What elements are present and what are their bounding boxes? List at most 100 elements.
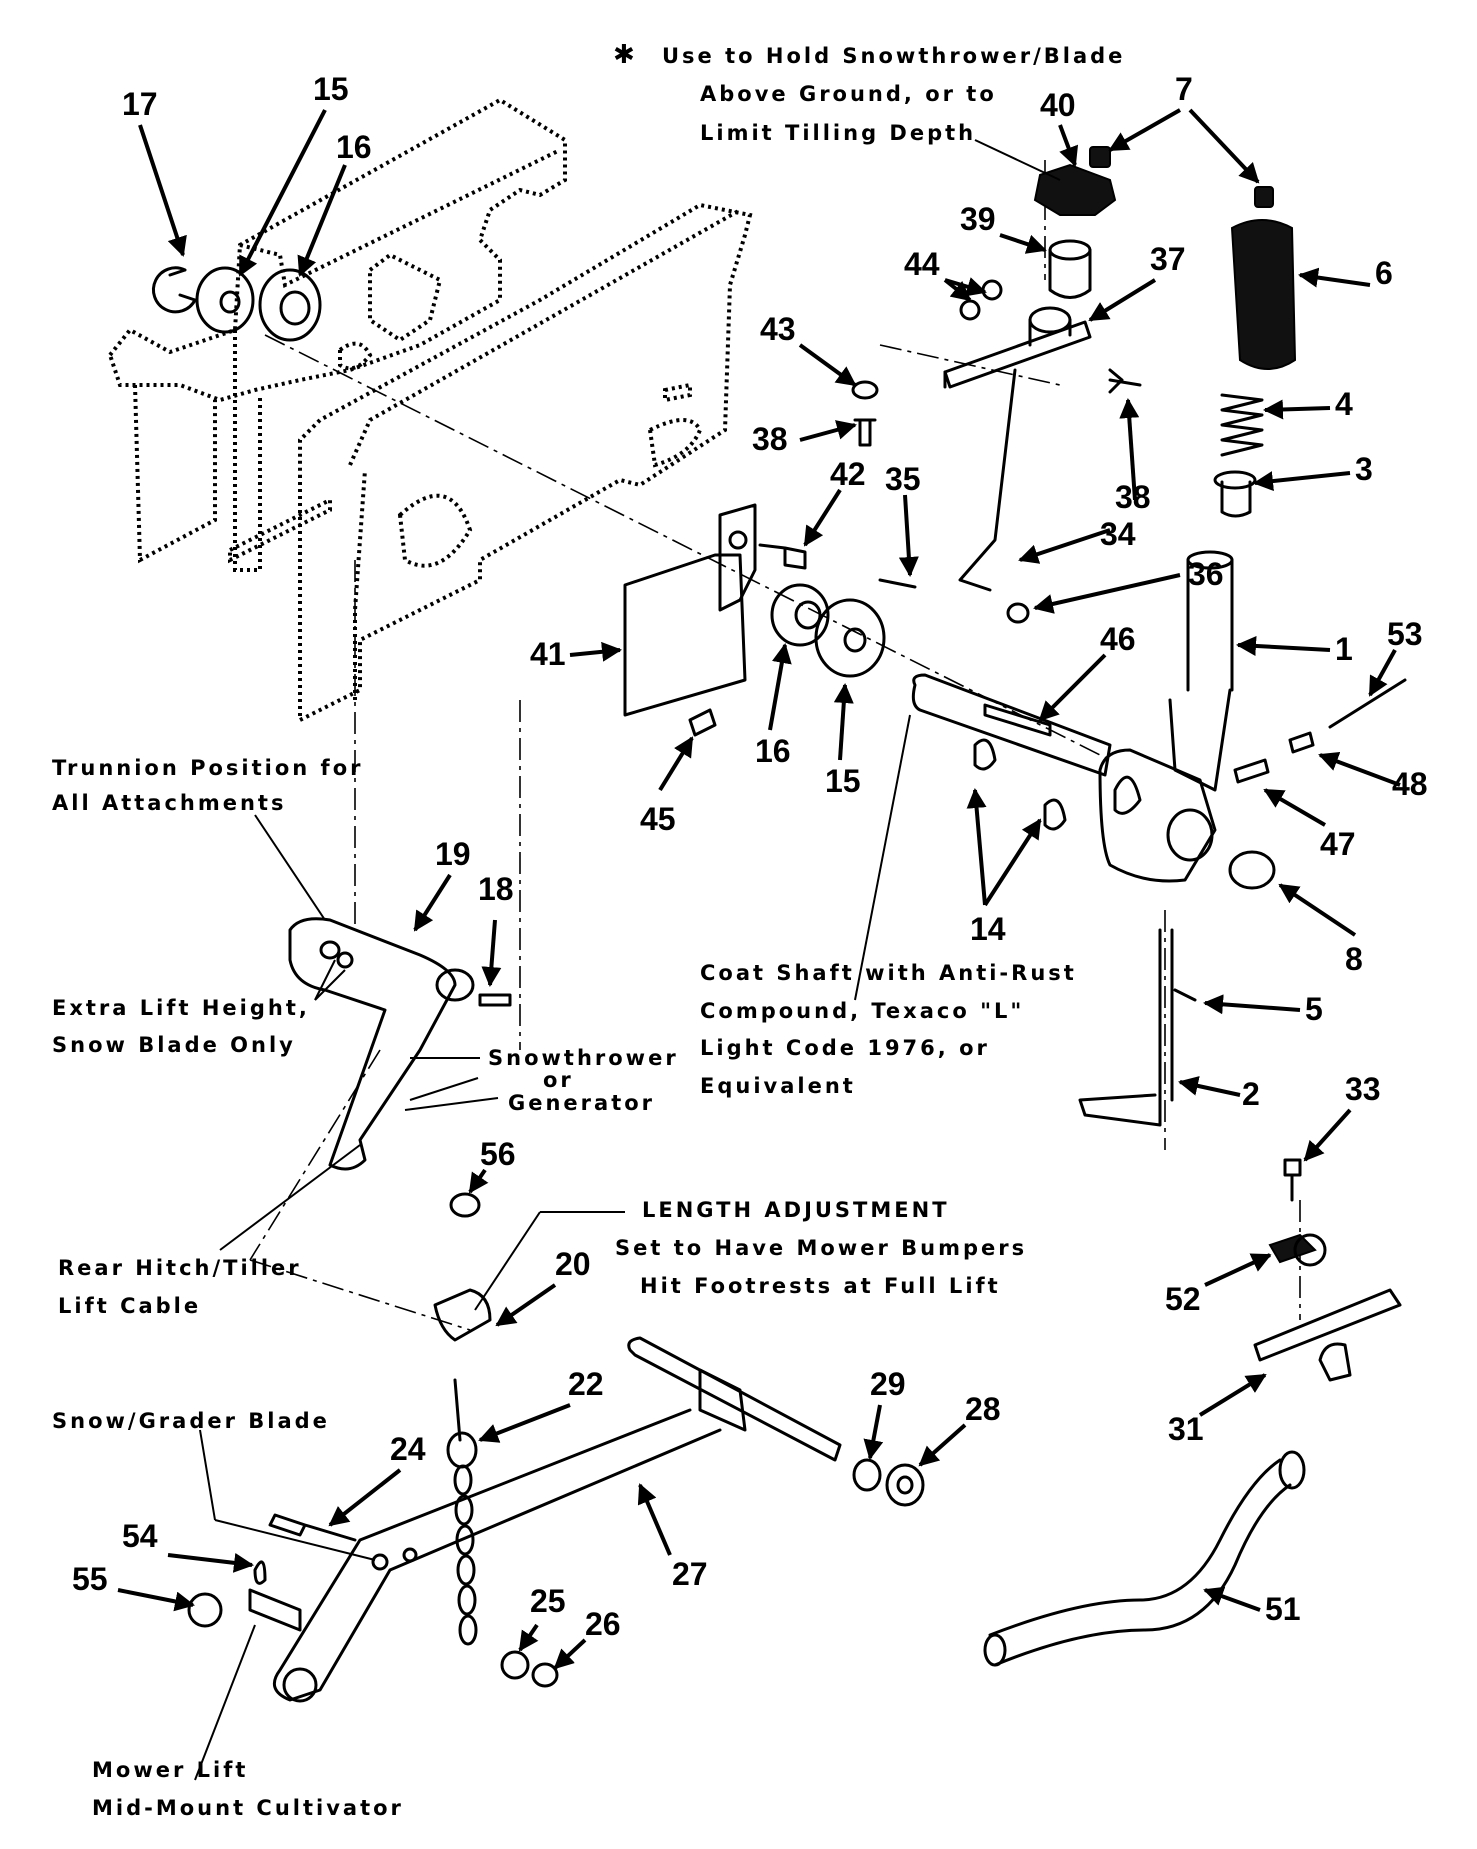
- part-55-washer: [187, 1592, 223, 1628]
- part-27-lift-shaft: [272, 1336, 842, 1703]
- part-38-screw: [853, 368, 1142, 447]
- note-mower-lift-line-2: Mid-Mount Cultivator: [92, 1796, 404, 1820]
- part-16-bushing-right: [770, 583, 830, 647]
- callout-14: 14: [970, 911, 1006, 947]
- note-coat-line-4: Equivalent: [700, 1074, 856, 1098]
- part-6-handle-grip: [1230, 219, 1297, 370]
- part-15-washer-right: [814, 598, 886, 678]
- part-20-trunnion: [433, 1288, 492, 1342]
- callout-4: 4: [1335, 386, 1353, 422]
- callout-15-right: 15: [825, 763, 861, 799]
- part-3-bushing: [1213, 470, 1257, 518]
- note-generator: Generator: [508, 1091, 655, 1115]
- callout-36: 36: [1188, 556, 1224, 592]
- part-2-rod: [1078, 928, 1174, 1127]
- callout-47: 47: [1320, 826, 1356, 862]
- note-snowthrower: Snowthrower: [488, 1046, 679, 1070]
- part-39-spacer: [1048, 239, 1092, 299]
- part-1-tube: [1186, 550, 1234, 692]
- part-34-rod: [958, 368, 1017, 592]
- part-19-trunnion-arm: [288, 917, 475, 1171]
- callout-25: 25: [530, 1583, 566, 1619]
- part-15-washer: [195, 266, 255, 334]
- callout-numbers: 17 15 16 40 7 39 44 37 6 43 4 38 38 42 3…: [72, 71, 1428, 1642]
- callout-51: 51: [1265, 1591, 1301, 1627]
- callout-37: 37: [1150, 241, 1186, 277]
- part-52-clamp: [1268, 1233, 1327, 1267]
- part-46-shaft: [911, 673, 1112, 777]
- part-42-bolt: [758, 543, 807, 570]
- callout-40: 40: [1040, 87, 1076, 123]
- note-extra-lift-line-2: Snow Blade Only: [52, 1033, 296, 1057]
- callout-41: 41: [530, 636, 566, 672]
- callout-18: 18: [478, 871, 514, 907]
- callout-16: 16: [336, 129, 372, 165]
- part-35-cotter: [878, 578, 917, 589]
- part-25-washer: [500, 1650, 530, 1680]
- part-31-bracket: [1253, 1288, 1402, 1382]
- note-coat-line-2: Compound, Texaco "L": [700, 999, 1024, 1023]
- callout-55: 55: [72, 1561, 108, 1597]
- part-lift-lever-hub: [1098, 688, 1232, 883]
- part-56-nut: [449, 1192, 481, 1218]
- callout-38-right: 38: [1115, 479, 1151, 515]
- part-45-screw: [688, 708, 717, 737]
- callout-17: 17: [122, 86, 158, 122]
- note-coat-line-3: Light Code 1976, or: [700, 1036, 990, 1060]
- part-5-pin: [1173, 988, 1197, 1002]
- callout-29: 29: [870, 1366, 906, 1402]
- part-28-bearing: [885, 1463, 925, 1507]
- part-47-pin: [1233, 758, 1270, 784]
- callout-44: 44: [904, 246, 940, 282]
- callout-54: 54: [122, 1518, 158, 1554]
- note-coat-line-1: Coat Shaft with Anti-Rust: [700, 961, 1077, 985]
- asterisk-marker: ✱: [613, 40, 638, 70]
- diagram-notes: ✱ Use to Hold Snowthrower/Blade Above Gr…: [52, 40, 1125, 1820]
- callout-3: 3: [1355, 451, 1373, 487]
- callout-8: 8: [1345, 941, 1363, 977]
- part-7-cap: [1089, 146, 1274, 208]
- note-mower-lift-line-1: Mower Lift: [92, 1758, 248, 1782]
- part-51-cable-guide: [983, 1450, 1306, 1667]
- part-33-screw: [1283, 1158, 1302, 1202]
- part-40-knob: [1033, 163, 1117, 216]
- callout-7: 7: [1175, 71, 1193, 107]
- callout-5: 5: [1305, 991, 1323, 1027]
- callout-46: 46: [1100, 621, 1136, 657]
- note-rear-hitch-line-1: Rear Hitch/Tiller: [58, 1256, 302, 1280]
- note-hold-line-2: Above Ground, or to: [700, 82, 997, 106]
- part-43-washer: [851, 380, 879, 400]
- note-length-line-3: Hit Footrests at Full Lift: [640, 1274, 1001, 1298]
- note-leader-lines: [194, 139, 1061, 1781]
- callout-33: 33: [1345, 1071, 1381, 1107]
- callout-22: 22: [568, 1366, 604, 1402]
- part-24-bolt: [268, 1513, 357, 1542]
- part-17-e-ring: [152, 266, 197, 314]
- callout-19: 19: [435, 836, 471, 872]
- part-36-clip: [1006, 602, 1030, 624]
- callout-56: 56: [480, 1136, 516, 1172]
- callout-45: 45: [640, 801, 676, 837]
- callout-48: 48: [1392, 766, 1428, 802]
- callout-34: 34: [1100, 516, 1136, 552]
- callout-20: 20: [555, 1246, 591, 1282]
- callout-28: 28: [965, 1391, 1001, 1427]
- callout-52: 52: [1165, 1281, 1201, 1317]
- callout-26: 26: [585, 1606, 621, 1642]
- part-8-cap: [1228, 850, 1276, 890]
- callout-38-upper: 38: [752, 421, 788, 457]
- callout-43: 43: [760, 311, 796, 347]
- note-or: or: [543, 1068, 574, 1092]
- callout-53: 53: [1387, 616, 1423, 652]
- note-length-line-1: LENGTH ADJUSTMENT: [642, 1198, 950, 1222]
- part-54-hairpin: [253, 1560, 267, 1585]
- part-41-plate: [623, 503, 757, 717]
- callout-1: 1: [1335, 631, 1353, 667]
- tractor-frame: [107, 97, 753, 724]
- note-hold-line-1: Use to Hold Snowthrower/Blade: [662, 44, 1125, 68]
- part-14-clip: [973, 738, 1067, 831]
- part-37-bracket: [943, 306, 1092, 389]
- callout-42: 42: [830, 456, 866, 492]
- callout-31: 31: [1168, 1411, 1204, 1447]
